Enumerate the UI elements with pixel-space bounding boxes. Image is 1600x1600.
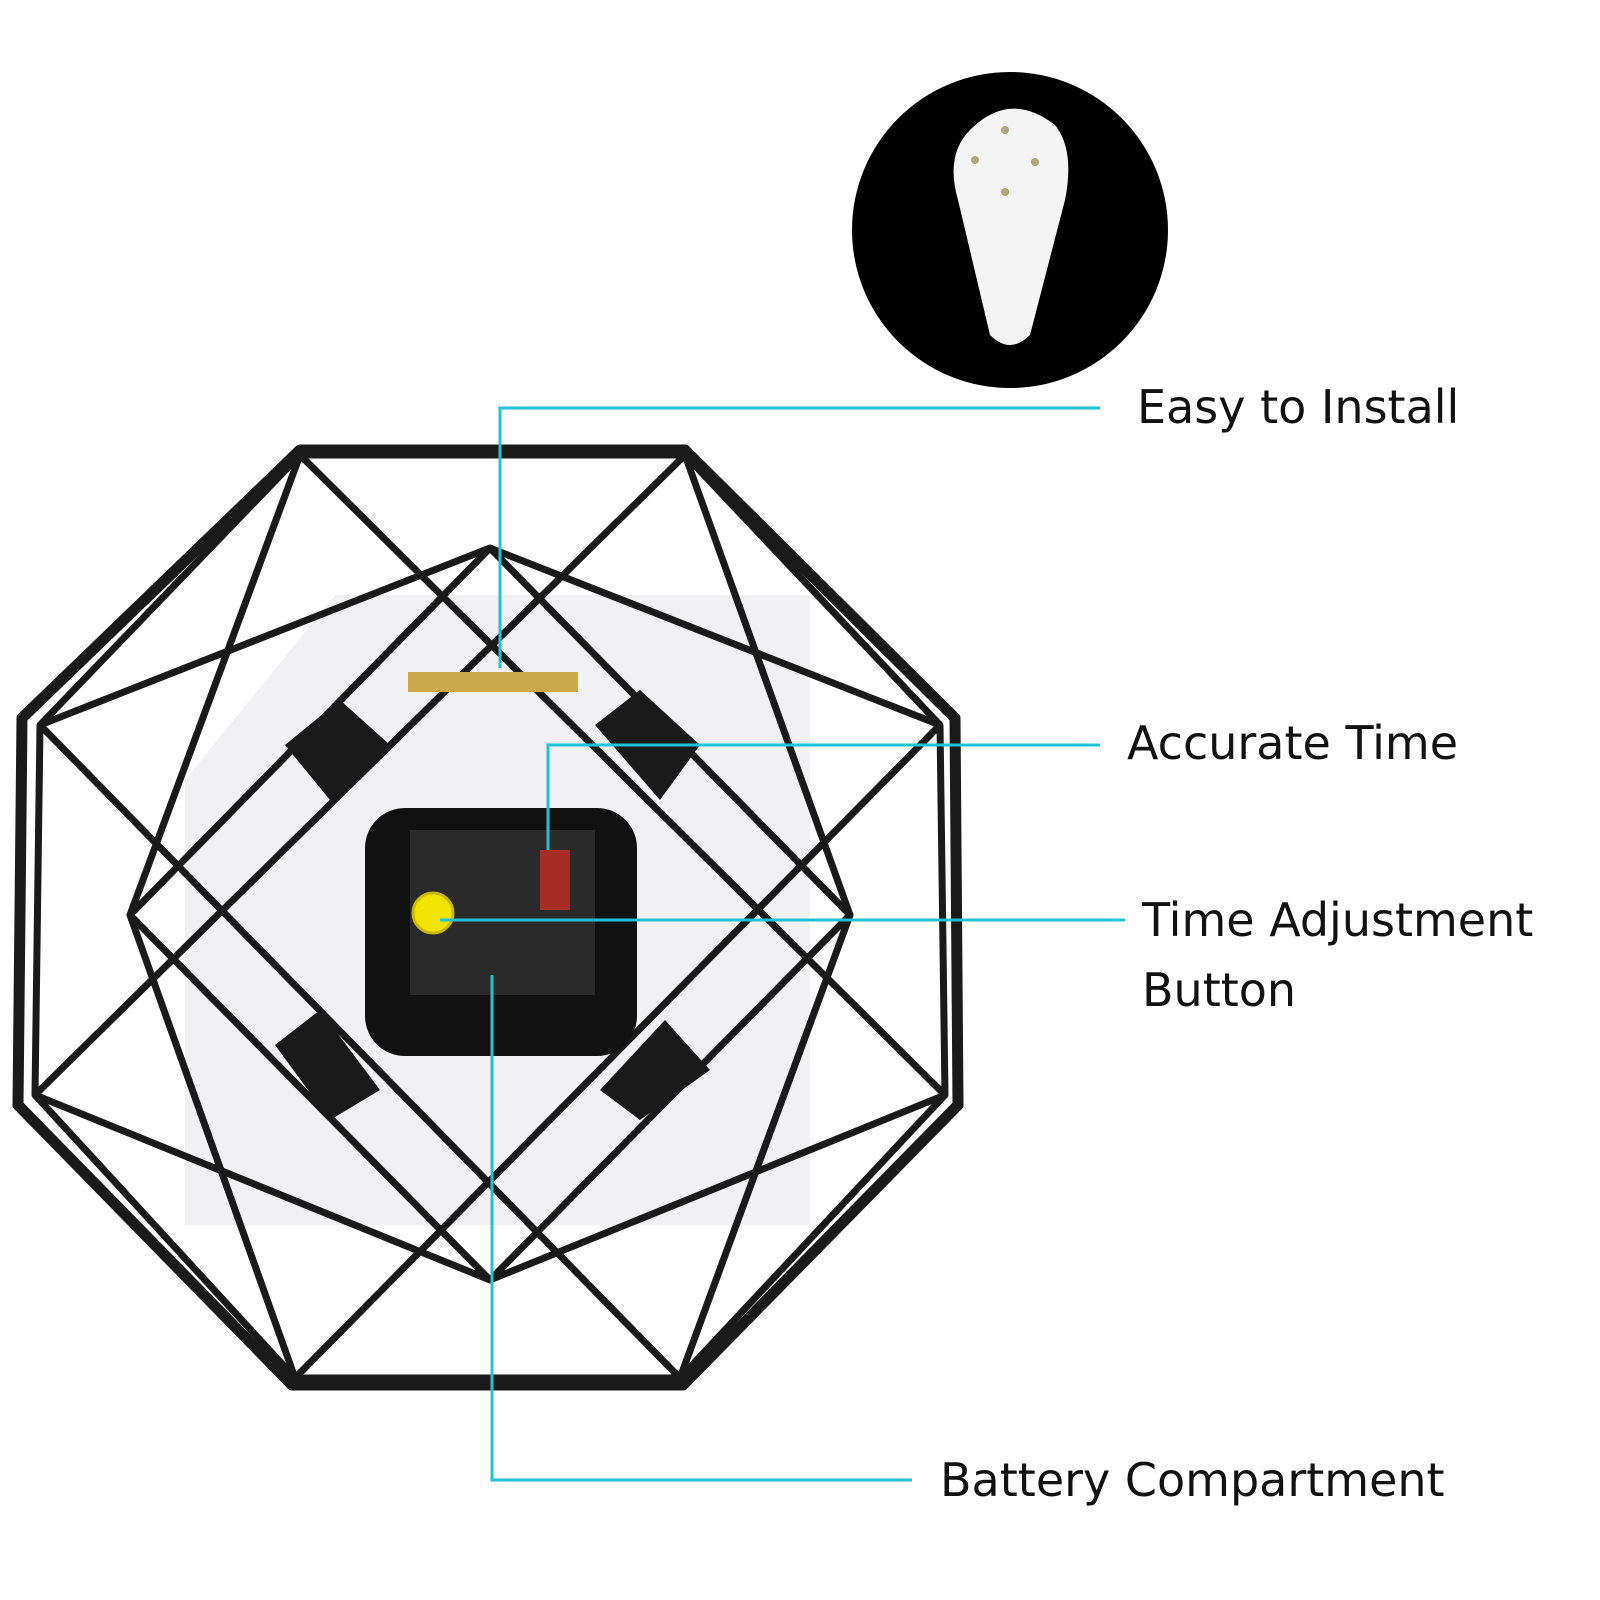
callout-time-adjustment: Time Adjustment — [1142, 893, 1534, 947]
callout-time-adjustment-button: Button — [1142, 963, 1297, 1017]
callout-lines — [440, 406, 1125, 1482]
callout-easy-to-install: Easy to Install — [1137, 380, 1460, 434]
time-adjustment-knob — [411, 891, 455, 935]
wall-hook-icon — [953, 108, 1069, 345]
hook-nails — [971, 126, 1039, 196]
callout-accurate-time: Accurate Time — [1127, 716, 1459, 770]
callout-battery-compartment: Battery Compartment — [940, 1453, 1445, 1507]
coil — [540, 850, 570, 910]
sawtooth-hanger — [408, 672, 578, 692]
octagon-frame — [12, 444, 964, 1391]
